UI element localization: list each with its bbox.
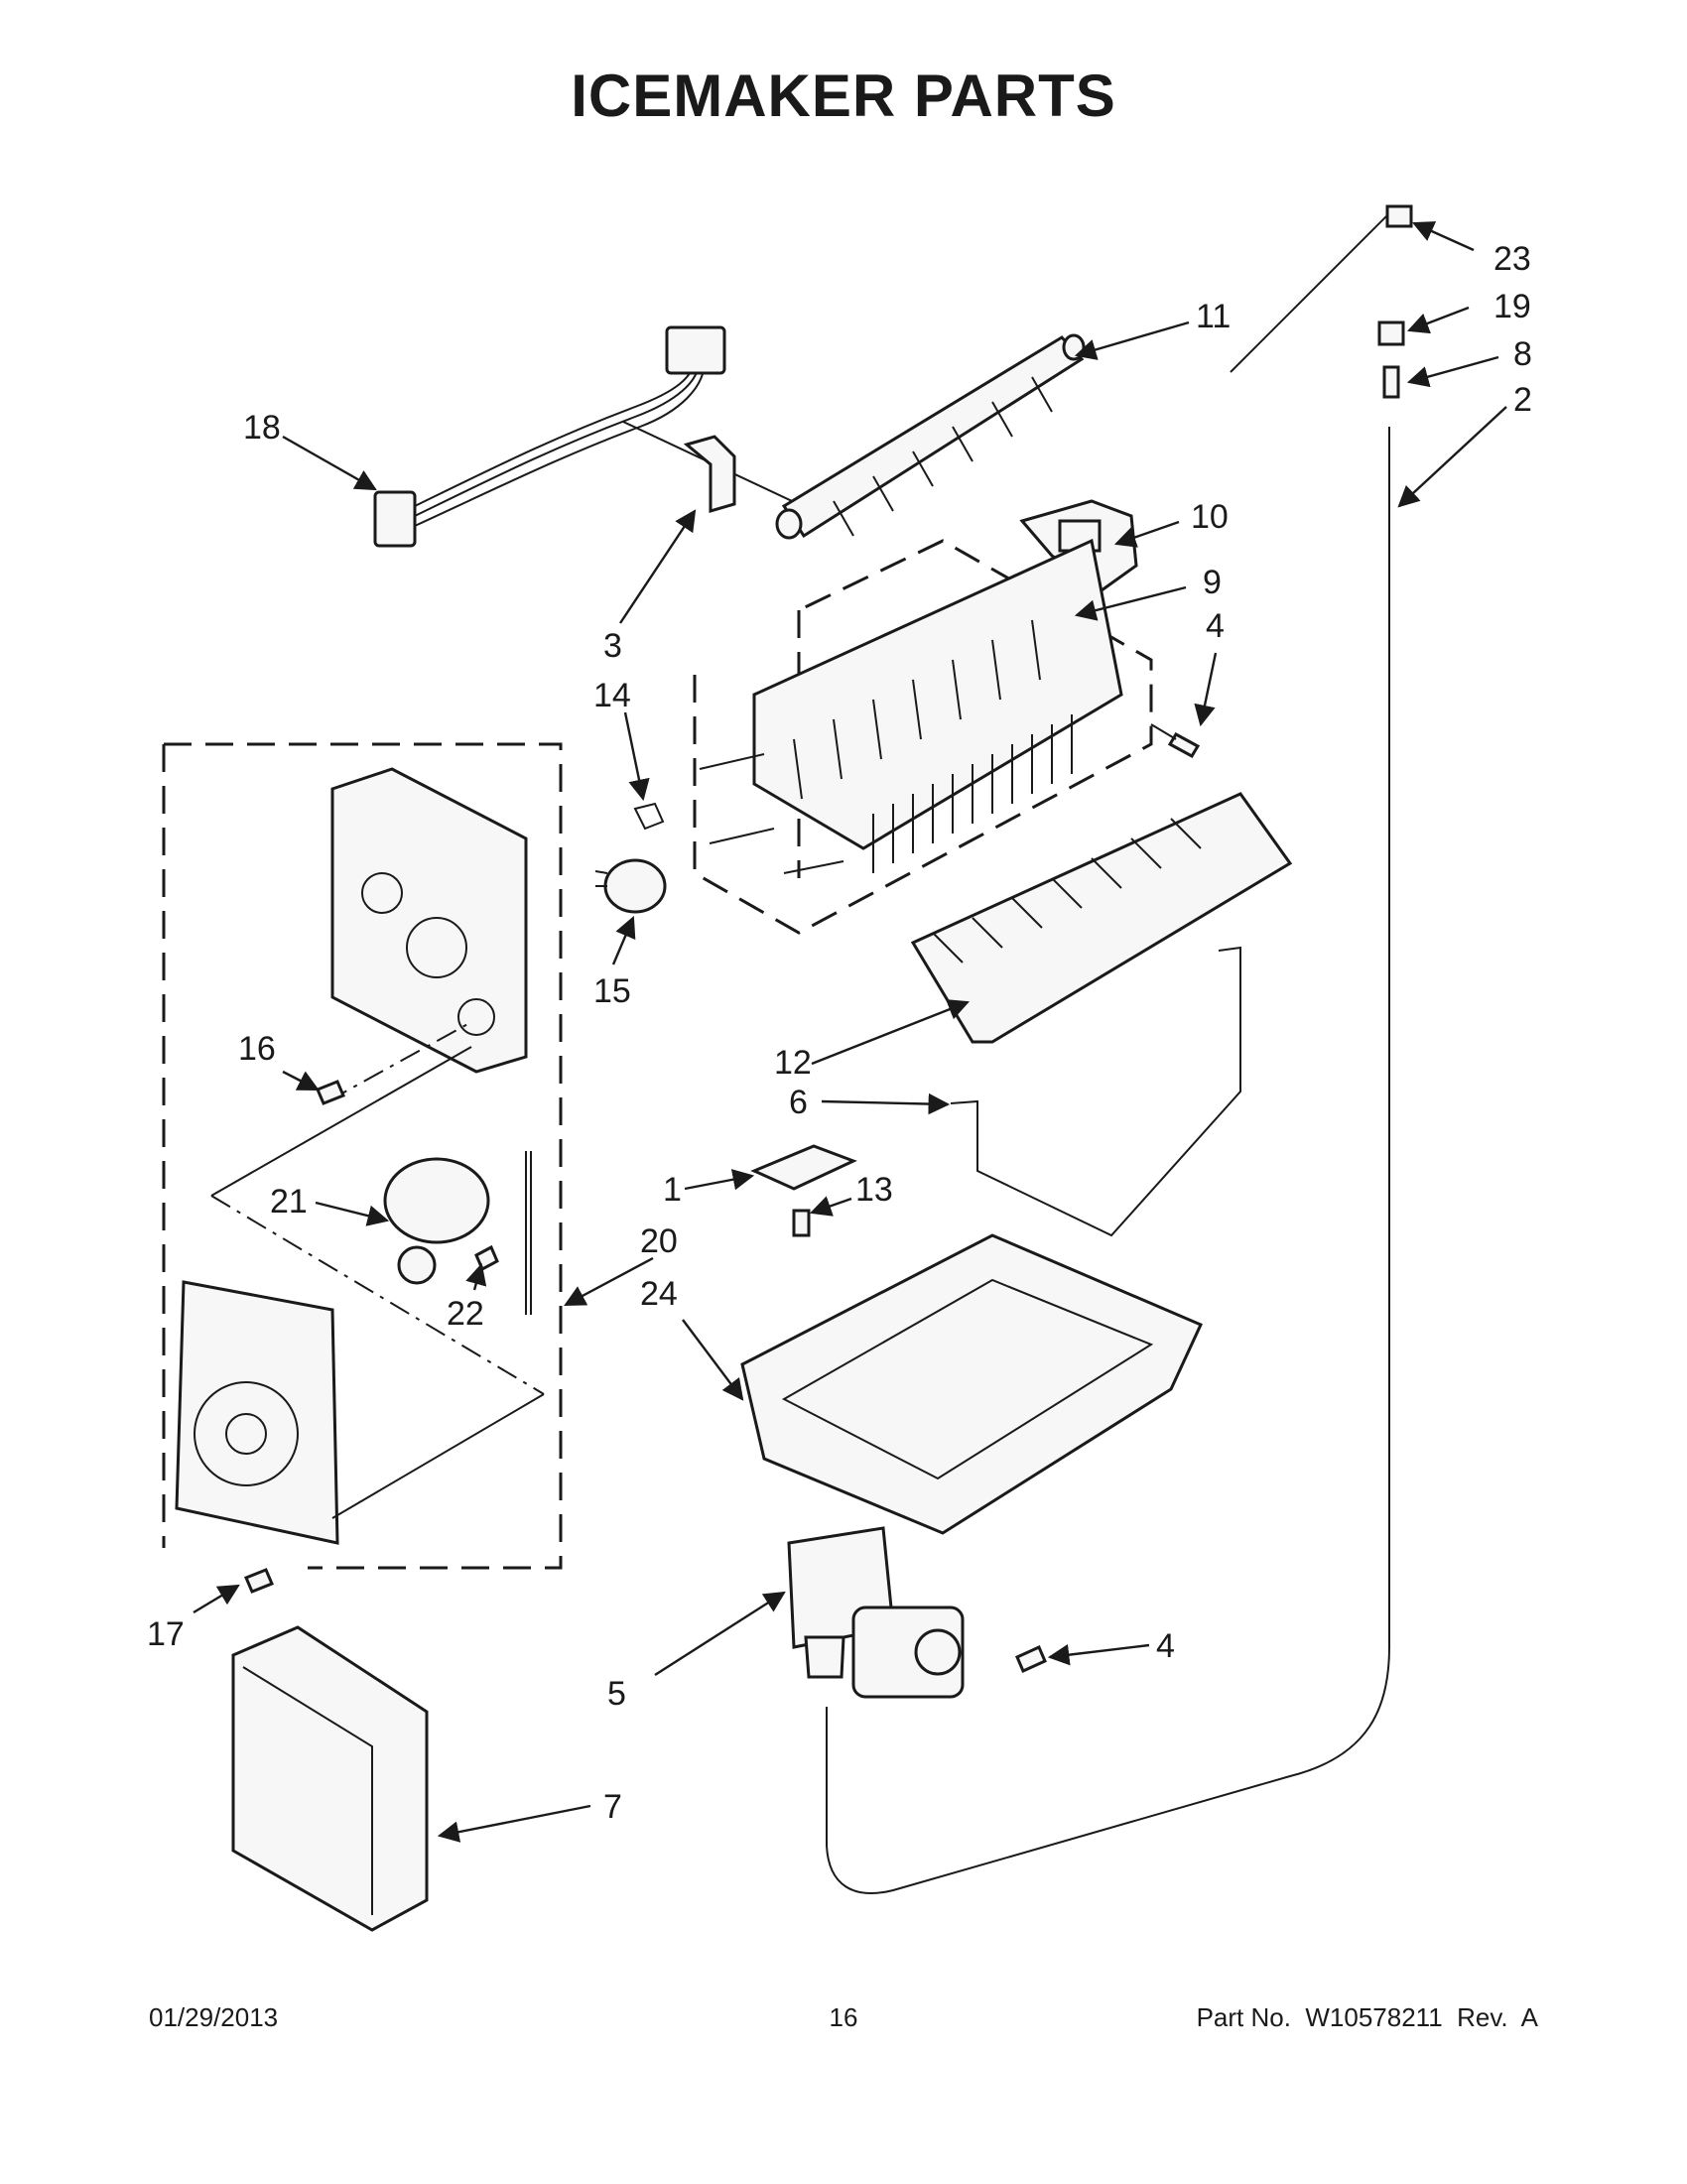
screw-16-part [316,1080,345,1105]
wire-clip-part [633,802,665,831]
callout-18: 18 [243,409,281,447]
callout-21: 21 [270,1183,308,1220]
callout-14: 14 [593,677,631,714]
water-tube-part [826,204,1413,1894]
motor-part [383,1151,532,1315]
callout-23: 23 [1493,240,1531,278]
callout-4-lower: 4 [1156,1627,1175,1665]
page-title: ICEMAKER PARTS [571,63,1116,129]
water-valve-part [787,1526,965,1699]
leader-lines [193,221,1507,1843]
callout-12: 12 [774,1044,812,1082]
callout-10: 10 [1191,498,1229,536]
callout-2: 2 [1513,381,1532,419]
footer-date: 01/29/2013 [149,2002,279,2032]
callout-1: 1 [663,1171,682,1209]
callout-24: 24 [640,1275,678,1313]
clip-part [683,435,736,513]
callout-16: 16 [238,1030,276,1068]
shutoff-arm-part [950,946,1241,1237]
callout-4-upper: 4 [1206,607,1225,645]
screw-13-part [792,1209,811,1237]
icemaker-mold-assembly [693,538,1153,935]
callout-8: 8 [1513,335,1532,373]
callout-3: 3 [603,627,622,665]
screw-lower-part [1015,1645,1047,1673]
callout-19: 19 [1493,288,1531,325]
bracket-part [750,1144,857,1191]
ejector-part [775,333,1086,540]
callout-5: 5 [607,1675,626,1713]
ice-stripper-part [910,792,1293,1044]
control-module-assembly [162,742,563,1570]
housing-plate-part [175,1195,545,1545]
ice-bin-part [740,1233,1204,1535]
callout-11: 11 [1196,298,1231,335]
screw-22-part [474,1244,499,1272]
footer-part-number: Part No. W10578211 Rev. A [1196,2002,1538,2032]
callout-22: 22 [447,1295,484,1333]
callout-6: 6 [789,1084,808,1121]
front-cover-part [231,1625,429,1932]
callout-9: 9 [1203,564,1222,601]
callout-17: 17 [147,1615,185,1653]
callout-15: 15 [593,972,631,1010]
screw-17-part [244,1568,274,1594]
callout-13: 13 [855,1171,893,1209]
callout-7: 7 [603,1788,622,1826]
motor-capacitor-part [594,858,667,914]
callout-20: 20 [640,1222,678,1260]
screw-upper-part [1150,723,1201,759]
footer-page-number: 16 [829,2002,858,2032]
wire-harness-part [373,325,825,548]
callout-labels: 23 19 8 2 11 10 9 4 18 3 14 15 16 12 6 1… [147,240,1532,1826]
